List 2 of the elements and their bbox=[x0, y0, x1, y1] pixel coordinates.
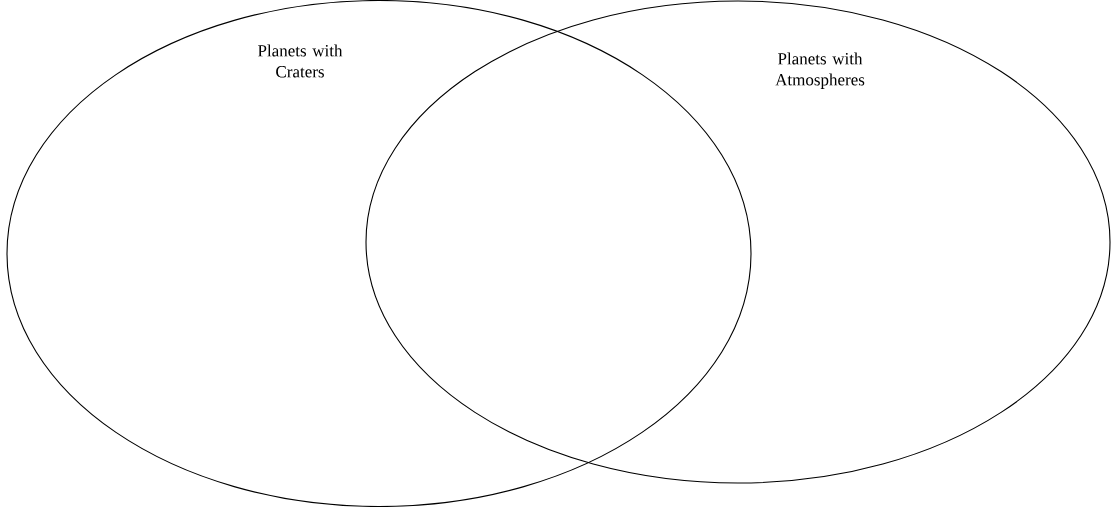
set-label: Planets with Atmospheres bbox=[775, 52, 865, 89]
set-label: Planets with Craters bbox=[258, 44, 343, 78]
